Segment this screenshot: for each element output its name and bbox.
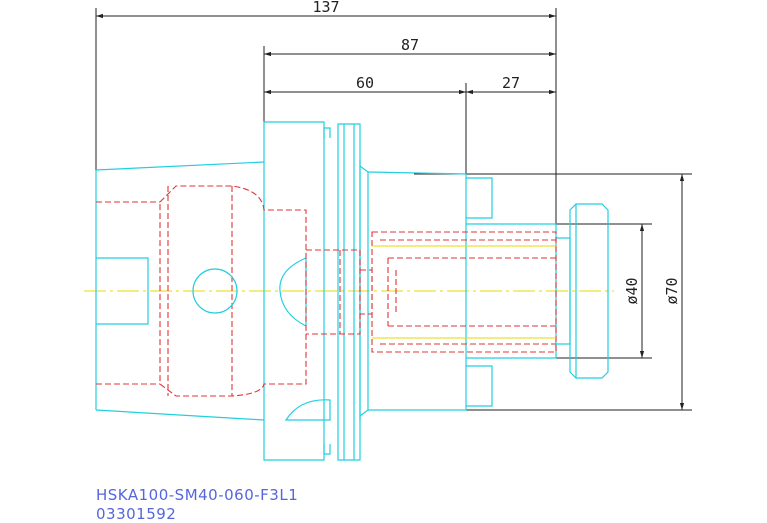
dim-60-label: 60: [356, 74, 374, 92]
dim-d70-label: ø70: [663, 277, 681, 304]
dimension-lines: [95, 8, 692, 411]
thread-lines: [372, 245, 556, 339]
dim-d40-label: ø40: [623, 277, 641, 304]
dim-137-label: 137: [312, 0, 339, 16]
part-number: 03301592: [96, 505, 177, 523]
hidden-lines: [96, 185, 557, 397]
tool-holder-body: [95, 121, 609, 461]
dim-87-label: 87: [401, 36, 419, 54]
dim-27-label: 27: [502, 74, 520, 92]
cross-hole-circle: [192, 268, 238, 314]
part-name: HSKA100-SM40-060-F3L1: [96, 486, 299, 504]
